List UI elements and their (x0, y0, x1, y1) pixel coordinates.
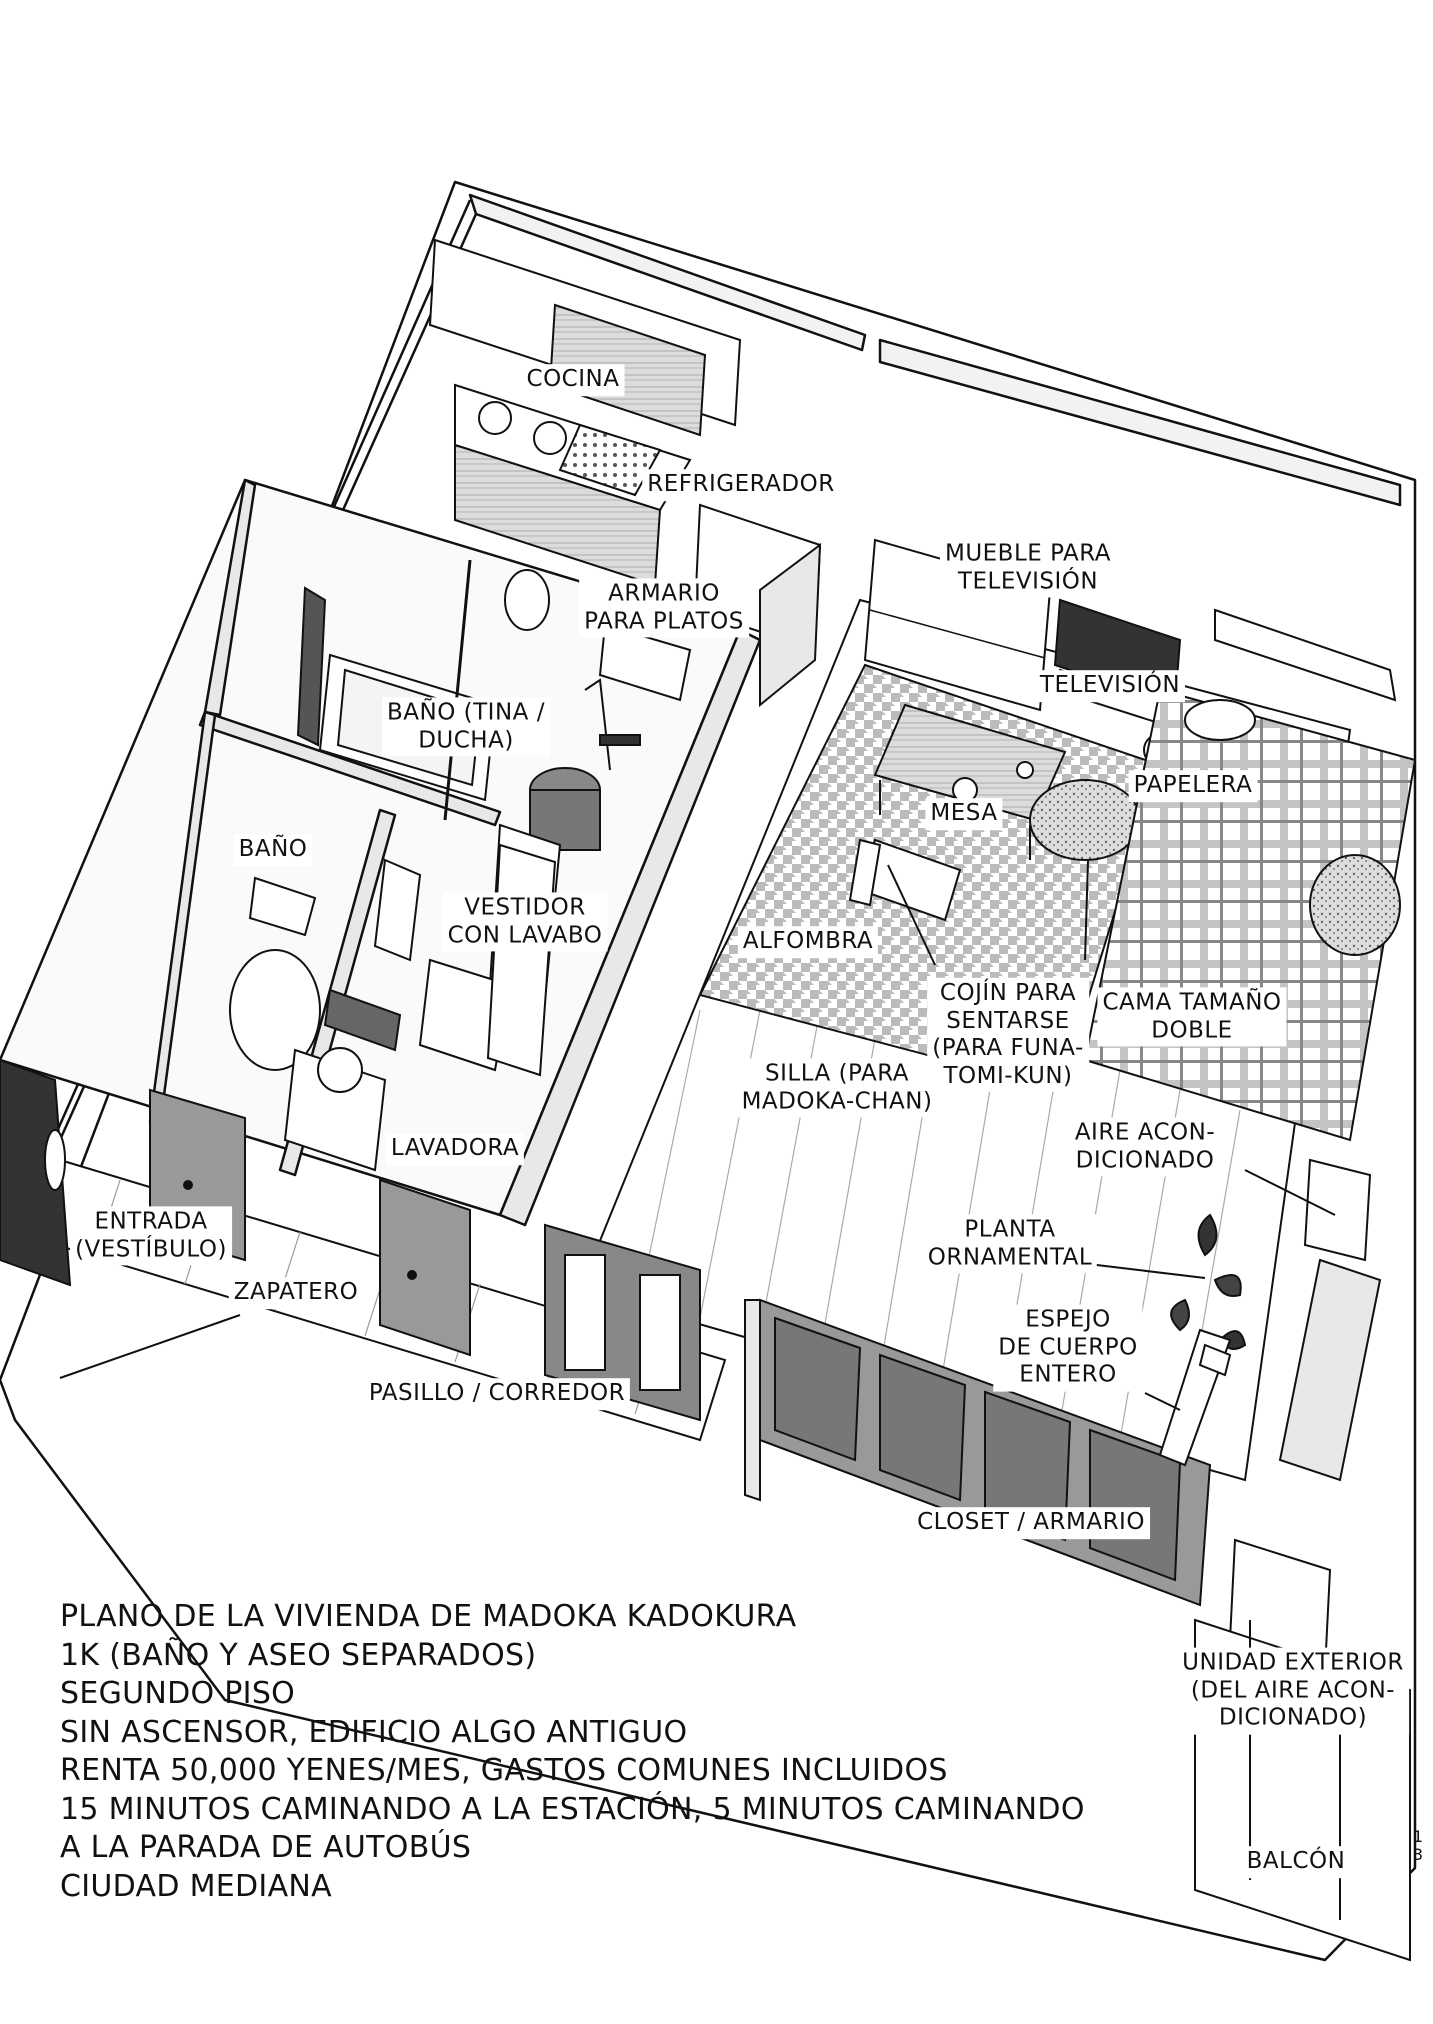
entrance-door (0, 1058, 72, 1287)
label-rug: ALFOMBRA (737, 926, 879, 958)
exterior-wall (468, 193, 867, 352)
plant-pot (1198, 1343, 1232, 1377)
pillow (1184, 699, 1256, 741)
cup (1016, 761, 1034, 779)
floor-cushion (1029, 779, 1141, 861)
plant-leaf-2 (1213, 1274, 1242, 1297)
toilet-bowl (229, 949, 321, 1071)
info-title: PLANO DE LA VIVIENDA DE MADOKA KADOKURA (60, 1599, 797, 1634)
range-hood (548, 303, 707, 437)
blanket-fold (1309, 854, 1401, 956)
label-refrigerator: REFRIGERADOR (642, 469, 840, 501)
closet-side-wall (744, 1299, 761, 1502)
exterior-wall-right (878, 338, 1402, 507)
info-access-2: A LA PARADA DE AUTOBÚS (60, 1830, 472, 1865)
closet-panel-3 (984, 1390, 1072, 1542)
vanity-mirror (373, 858, 422, 962)
page-number: 13 (1412, 1827, 1424, 1864)
tv-stand-shelf (869, 609, 1046, 659)
air-conditioner-unit (1303, 1158, 1372, 1262)
info-layout: 1K (BAÑO Y ASEO SEPARADOS) (60, 1637, 537, 1673)
info-building: SIN ASCENSOR, EDIFICIO ALGO ANTIGUO (60, 1714, 688, 1750)
stove-burner-left (478, 401, 512, 435)
toilet-window (296, 586, 327, 747)
interior-wall-bath (203, 478, 257, 717)
stove-burner-right (533, 421, 567, 455)
closet-panel-2 (879, 1353, 967, 1502)
dressing-door (379, 1178, 471, 1357)
label-toilet: BAÑO (233, 834, 313, 866)
info-rent: RENTA 50,000 YENES/MES, GASTOS COMUNES I… (60, 1753, 948, 1788)
dish-cabinet (598, 623, 692, 702)
toilet-tank (248, 876, 317, 937)
property-info: PLANO DE LA VIVIENDA DE MADOKA KADOKURA … (60, 1598, 1085, 1906)
balcony-window (1278, 1258, 1382, 1482)
label-wastebasket: PAPELERA (1128, 770, 1258, 802)
info-floor: SEGUNDO PISO (60, 1676, 296, 1711)
sink (558, 423, 662, 497)
floor-chair-back (848, 838, 882, 907)
label-outdoor-unit: UNIDAD EXTERIOR(DEL AIRE ACON-DICIONADO) (1177, 1647, 1409, 1735)
closet-panel-1 (774, 1316, 862, 1462)
label-kitchen: COCINA (521, 364, 625, 396)
label-entrance: ENTRADA(VESTÍBULO) (70, 1206, 232, 1266)
vanity-sink (418, 958, 512, 1072)
toilet-door-knob (183, 1180, 193, 1190)
bath-lamp (504, 569, 550, 631)
label-bathroom: BAÑO (TINA /DUCHA) (382, 697, 550, 757)
label-balcony: BALCÓN (1241, 1846, 1351, 1878)
refrigerator-side (759, 542, 822, 708)
label-air-conditioner: AIRE ACON-DICIONADO (1069, 1117, 1221, 1177)
label-washing-machine: LAVADORA (385, 1133, 525, 1165)
storage-box (323, 988, 402, 1052)
info-access-1: 15 MINUTOS CAMINANDO A LA ESTACIÓN, 5 MI… (60, 1791, 1085, 1827)
label-hallway: PASILLO / CORREDOR (363, 1378, 631, 1410)
label-television: TELEVISIÓN (1034, 670, 1186, 702)
dressing-door-knob (407, 1270, 417, 1280)
info-city: CIUDAD MEDIANA (60, 1868, 332, 1904)
interior-wall-main (498, 628, 762, 1227)
label-table: MESA (925, 798, 1003, 830)
label-closet: CLOSET / ARMARIO (912, 1507, 1150, 1539)
faucet (599, 734, 641, 746)
plant-leaf-3 (1170, 1298, 1190, 1332)
entrance-door-handle (44, 1129, 66, 1191)
interior-wall-toilet (198, 710, 502, 827)
label-shoe-cabinet: ZAPATERO (228, 1277, 364, 1309)
bed-headboard (1214, 608, 1397, 702)
washer-drum (317, 1047, 363, 1093)
plant-leaf-1 (1197, 1213, 1218, 1257)
